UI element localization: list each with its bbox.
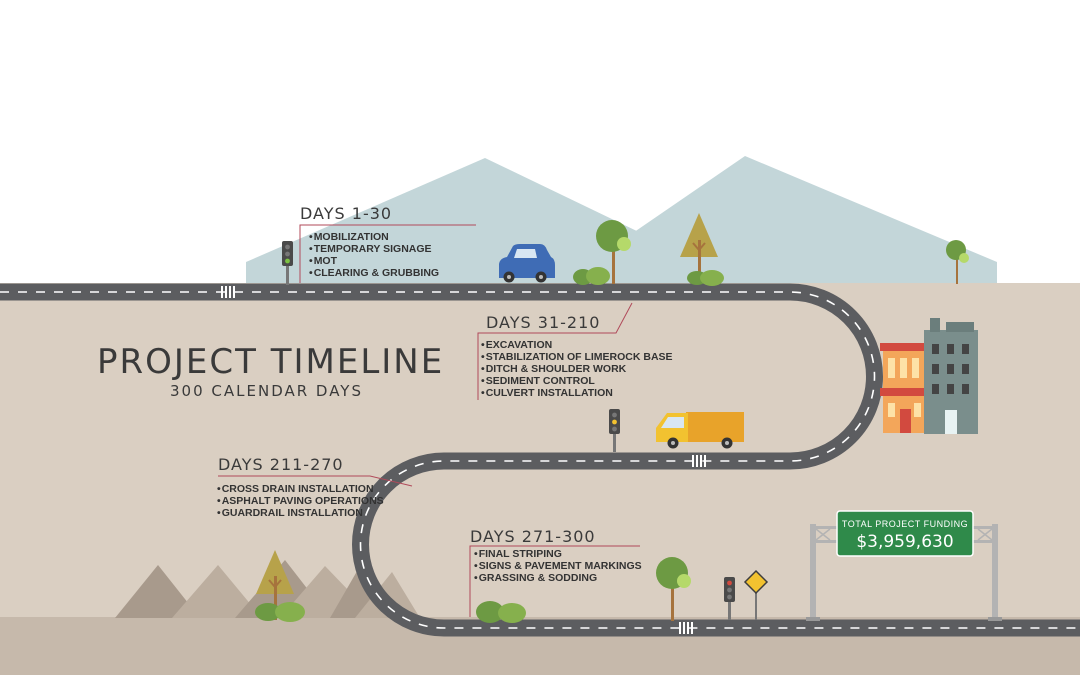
phase-1-task: TEMPORARY SIGNAGE: [309, 243, 439, 255]
blue-car: [499, 244, 555, 283]
phase-2-task-list: EXCAVATION STABILIZATION OF LIMEROCK BAS…: [481, 339, 673, 399]
round-tree-top: [596, 220, 631, 284]
building-orange: [880, 343, 930, 433]
phase-1-task: CLEARING & GRUBBING: [309, 267, 439, 279]
bush-bottom-1: [255, 602, 305, 622]
funding-sign-label: TOTAL PROJECT FUNDING: [841, 519, 969, 529]
phase-2-task: SEDIMENT CONTROL: [481, 375, 673, 387]
bush-top-2: [687, 270, 724, 286]
phase-4-task: GRASSING & SODDING: [474, 572, 642, 584]
phase-4-task-list: FINAL STRIPING SIGNS & PAVEMENT MARKINGS…: [474, 548, 642, 584]
traffic-light-3: [724, 577, 735, 620]
crosswalk-1: [221, 286, 235, 298]
traffic-light-2: [609, 409, 620, 452]
bush-top-1: [573, 267, 610, 285]
phase-1-heading: DAYS 1-30: [300, 204, 393, 223]
round-tree-bottom: [656, 557, 691, 621]
phase-1-task: MOT: [309, 255, 439, 267]
phase-4-heading: DAYS 271-300: [470, 527, 596, 546]
road: [0, 283, 1080, 637]
phase-2-heading: DAYS 31-210: [486, 313, 601, 332]
funding-sign-board: [836, 510, 974, 557]
triangle-tree-top: [680, 213, 718, 284]
phase-2-task: STABILIZATION OF LIMEROCK BASE: [481, 351, 673, 363]
building-gray: [924, 318, 978, 434]
blue-mountain-right: [560, 156, 997, 283]
phase-3-heading: DAYS 211-270: [218, 455, 344, 474]
phase-4-task: SIGNS & PAVEMENT MARKINGS: [474, 560, 642, 572]
bush-bottom-2: [476, 601, 526, 623]
funding-gantry: [806, 510, 1002, 621]
phase-2-task: DITCH & SHOULDER WORK: [481, 363, 673, 375]
phase-1-task: MOBILIZATION: [309, 231, 439, 243]
triangle-tree-bottom: [256, 550, 294, 620]
phase-2-task: CULVERT INSTALLATION: [481, 387, 673, 399]
callout-lines: [218, 224, 640, 617]
crosswalk-3: [679, 622, 693, 634]
phase-4-task: FINAL STRIPING: [474, 548, 642, 560]
phase-2-task: EXCAVATION: [481, 339, 673, 351]
phase-3-task: ASPHALT PAVING OPERATIONS: [217, 495, 384, 507]
phase-3-task-list: CROSS DRAIN INSTALLATION ASPHALT PAVING …: [217, 483, 384, 519]
page-subtitle: 300 CALENDAR DAYS: [170, 382, 363, 400]
page-title: PROJECT TIMELINE: [97, 342, 445, 382]
phase-1-task-list: MOBILIZATION TEMPORARY SIGNAGE MOT CLEAR…: [309, 231, 439, 279]
funding-sign-value: $3,959,630: [856, 532, 954, 552]
crosswalk-2: [692, 455, 706, 467]
phase-3-task: CROSS DRAIN INSTALLATION: [217, 483, 384, 495]
yellow-truck: [656, 412, 744, 449]
phase-3-task: GUARDRAIL INSTALLATION: [217, 507, 384, 519]
traffic-light-1: [282, 241, 293, 285]
small-tree-right: [946, 240, 969, 284]
diamond-road-sign: [743, 569, 769, 620]
